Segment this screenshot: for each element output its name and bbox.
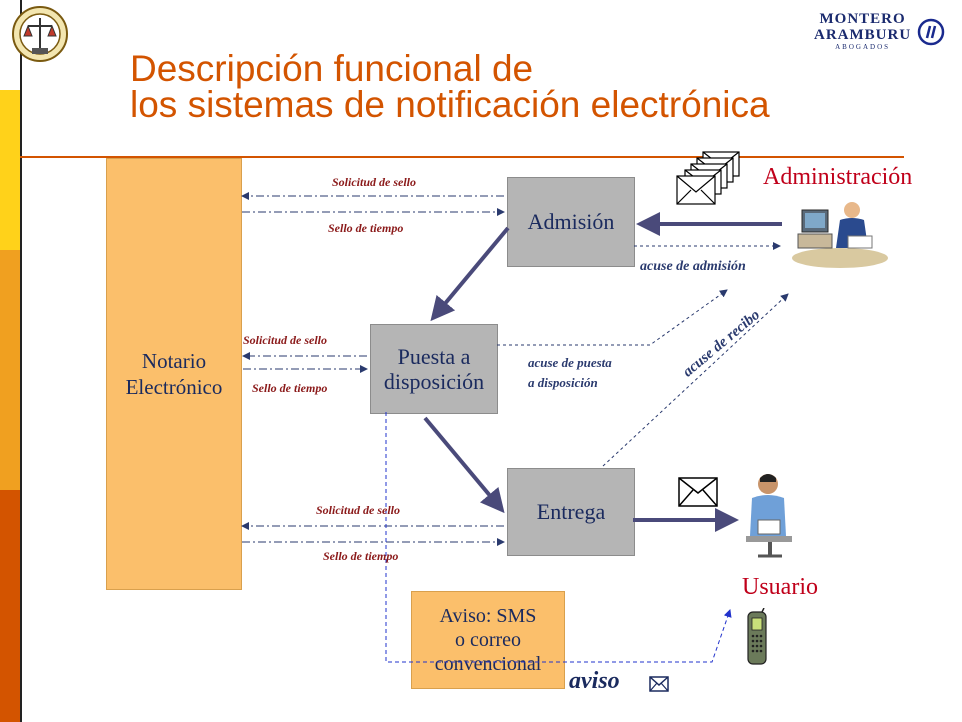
aviso-line3: convencional xyxy=(434,653,542,675)
user-person-icon xyxy=(746,474,792,558)
label-acuse-admision: acuse de admisión xyxy=(640,259,746,274)
envelope-stack-icon xyxy=(676,151,740,205)
arrow-admision-to-puesta xyxy=(430,226,510,322)
slide-title-line1: Descripción funcional de xyxy=(130,48,534,89)
arrow-aviso xyxy=(385,412,732,663)
left-divider xyxy=(20,0,22,722)
label-acuse-puesta-2: a disposición xyxy=(528,375,598,390)
label-sello-3: Sello de tiempo xyxy=(323,549,399,563)
puesta-box: Puesta a disposición xyxy=(370,324,498,414)
notary-line2: Electrónico xyxy=(125,375,223,399)
logo-mark-icon xyxy=(917,18,945,46)
label-sello-2: Sello de tiempo xyxy=(252,381,328,395)
label-sello-1: Sello de tiempo xyxy=(328,221,404,235)
admision-box: Admisión xyxy=(507,177,635,267)
slide-title-line2: los sistemas de notificación electrónica xyxy=(130,84,770,125)
label-solicitud-1: Solicitud de sello xyxy=(332,175,416,189)
actor-administracion-label: Administración xyxy=(763,164,913,190)
arrow-acuse-puesta xyxy=(497,289,728,346)
entrega-box: Entrega xyxy=(507,468,635,556)
title-underline xyxy=(20,156,904,158)
small-envelope-icon xyxy=(649,676,669,692)
envelope-icon xyxy=(678,477,718,507)
logo-line1: MONTERO xyxy=(819,11,906,27)
label-solicitud-3: Solicitud de sello xyxy=(316,503,400,517)
arrow-puesta-to-entrega xyxy=(423,416,505,514)
puesta-line1: Puesta a xyxy=(397,343,471,369)
aviso-line1: Aviso: SMS xyxy=(439,605,537,627)
puesta-line2: disposición xyxy=(383,369,485,394)
notary-line1: Notario xyxy=(141,348,207,373)
administration-person-icon xyxy=(792,202,888,268)
admision-label: Admisión xyxy=(527,209,615,235)
actor-usuario-label: Usuario xyxy=(742,574,818,600)
label-acuse-puesta-1: acuse de puesta xyxy=(528,355,612,370)
seal-icon xyxy=(12,6,68,62)
label-solicitud-2: Solicitud de sello xyxy=(243,333,327,347)
aviso-box: Aviso: SMS o correo convencional xyxy=(411,591,565,689)
label-aviso: aviso xyxy=(569,668,620,694)
entrega-label: Entrega xyxy=(536,499,606,525)
left-accent-bar xyxy=(0,0,22,722)
logo: MONTERO ARAMBURU ABOGADOS xyxy=(814,12,911,51)
mobile-phone-icon xyxy=(747,608,767,665)
notary-box: Notario Electrónico xyxy=(106,158,242,590)
arrow-acuse-recibo xyxy=(602,293,789,467)
logo-line3: ABOGADOS xyxy=(835,42,891,51)
logo-line2: ARAMBURU xyxy=(814,27,912,43)
aviso-line2: o correo xyxy=(454,629,522,651)
